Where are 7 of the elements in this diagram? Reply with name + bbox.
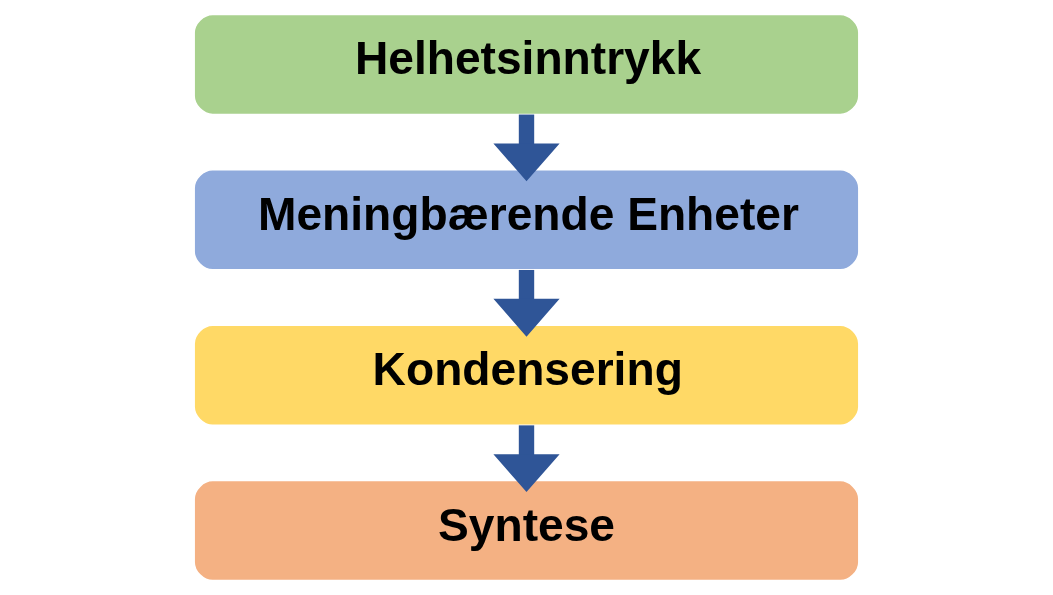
arrow [493, 114, 560, 182]
node-box: Helhetsinntrykk [193, 13, 860, 116]
arrow [493, 269, 560, 337]
node-box: Kondensering [193, 324, 860, 426]
node-box: Meningbærende Enheter [193, 169, 860, 271]
node-box: Syntese [193, 479, 860, 582]
arrow [493, 425, 560, 493]
